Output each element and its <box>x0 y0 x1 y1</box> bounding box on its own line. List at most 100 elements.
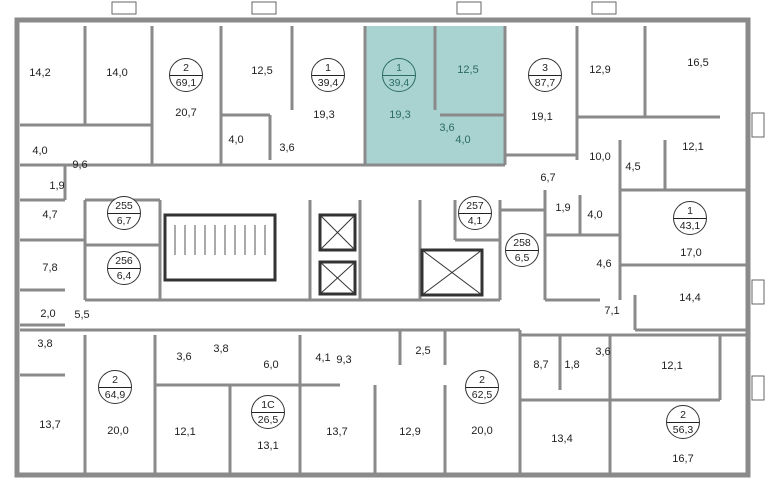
apartment-rooms-count: 1 <box>687 204 693 217</box>
apartment-rooms-count: 1 <box>325 61 331 74</box>
room-area-label: 14,0 <box>106 67 128 79</box>
room-area-label: 1,8 <box>564 359 580 371</box>
apartment-total-area: 6,5 <box>514 251 530 264</box>
apartment-rooms-count: 257 <box>466 199 484 212</box>
room-area-label: 8,7 <box>533 359 549 371</box>
apartment-total-area: 43,1 <box>679 219 701 232</box>
apartment-total-area: 6,4 <box>116 269 132 282</box>
apartment-total-area: 64,9 <box>104 388 126 401</box>
room-area-label: 7,1 <box>604 305 620 317</box>
apartment-rooms-count: 2 <box>183 61 189 74</box>
apartment-total-area: 39,4 <box>388 76 410 89</box>
room-area-label: 4,0 <box>228 134 244 146</box>
room-area-label: 3,6 <box>595 346 611 358</box>
apartment-rooms-count: 2 <box>479 373 485 386</box>
badge-divider <box>674 217 706 219</box>
room-area-label: 16,7 <box>672 453 694 465</box>
room-area-label: 3,6 <box>176 351 192 363</box>
room-area-label: 12,5 <box>457 64 479 76</box>
badge-divider <box>312 74 344 76</box>
room-area-label: 5,5 <box>74 309 90 321</box>
room-area-label: 20,0 <box>471 425 493 437</box>
room-area-label: 16,5 <box>687 57 709 69</box>
room-area-label: 12,9 <box>589 64 611 76</box>
apartment-rooms-count: 258 <box>513 236 531 249</box>
apartment-rooms-count: 3 <box>542 61 548 74</box>
room-area-label: 4,6 <box>596 258 612 270</box>
apartment-total-area: 56,3 <box>672 423 694 436</box>
room-area-label: 4,0 <box>587 209 603 221</box>
room-area-label: 4,7 <box>42 209 58 221</box>
room-area-label: 2,0 <box>40 308 56 320</box>
room-area-label: 3,8 <box>37 338 53 350</box>
apartment-total-area: 6,7 <box>116 214 132 227</box>
badge-divider <box>99 386 131 388</box>
badge-divider <box>529 74 561 76</box>
badge-divider <box>252 411 284 413</box>
room-area-label: 6,0 <box>263 359 279 371</box>
room-area-label: 13,4 <box>551 433 573 445</box>
room-area-label: 10,0 <box>589 151 611 163</box>
room-area-label: 13,1 <box>257 440 279 452</box>
room-area-label: 4,1 <box>315 352 331 364</box>
badge-divider <box>459 212 491 214</box>
room-area-label: 12,1 <box>682 141 704 153</box>
room-area-label: 19,1 <box>531 111 553 123</box>
badge-divider <box>108 267 140 269</box>
badge-divider <box>466 386 498 388</box>
badge-divider <box>506 249 538 251</box>
room-area-label: 1,9 <box>555 202 571 214</box>
room-area-label: 9,3 <box>336 354 352 366</box>
apartment-rooms-count: 2 <box>112 373 118 386</box>
room-area-label: 14,4 <box>679 292 701 304</box>
room-area-label: 12,9 <box>399 426 421 438</box>
apartment-total-area: 69,1 <box>175 76 197 89</box>
room-area-label: 12,1 <box>661 360 683 372</box>
room-area-label: 13,7 <box>326 426 348 438</box>
room-area-label: 2,5 <box>415 345 431 357</box>
room-area-label: 6,7 <box>540 172 556 184</box>
apartment-badge[interactable]: 1С 26,5 <box>251 395 285 429</box>
room-area-label: 3,8 <box>213 343 229 355</box>
apartment-rooms-count: 1С <box>261 398 275 411</box>
apartment-total-area: 87,7 <box>534 76 556 89</box>
apartment-rooms-count: 1 <box>396 61 402 74</box>
room-area-label: 12,1 <box>174 426 196 438</box>
apartment-total-area: 4,1 <box>467 214 483 227</box>
apartment-rooms-count: 255 <box>115 199 133 212</box>
badge-divider <box>383 74 415 76</box>
room-area-label: 4,0 <box>455 134 471 146</box>
room-area-label: 1,9 <box>49 180 65 192</box>
apartment-total-area: 39,4 <box>317 76 339 89</box>
room-area-label: 9,6 <box>72 159 88 171</box>
room-area-label: 20,7 <box>175 107 197 119</box>
room-area-label: 4,0 <box>32 145 48 157</box>
room-area-label: 19,3 <box>389 109 411 121</box>
room-area-label: 7,8 <box>42 262 58 274</box>
room-area-label: 3,6 <box>279 142 295 154</box>
badge-divider <box>108 212 140 214</box>
apartment-rooms-count: 256 <box>115 254 133 267</box>
room-area-label: 17,0 <box>680 247 702 259</box>
room-area-label: 12,5 <box>251 65 273 77</box>
room-area-label: 4,5 <box>625 161 641 173</box>
room-area-label: 13,7 <box>39 419 61 431</box>
room-area-label: 20,0 <box>107 425 129 437</box>
room-area-label: 3,6 <box>439 122 455 134</box>
room-area-label: 19,3 <box>313 109 335 121</box>
apartment-total-area: 26,5 <box>257 413 279 426</box>
